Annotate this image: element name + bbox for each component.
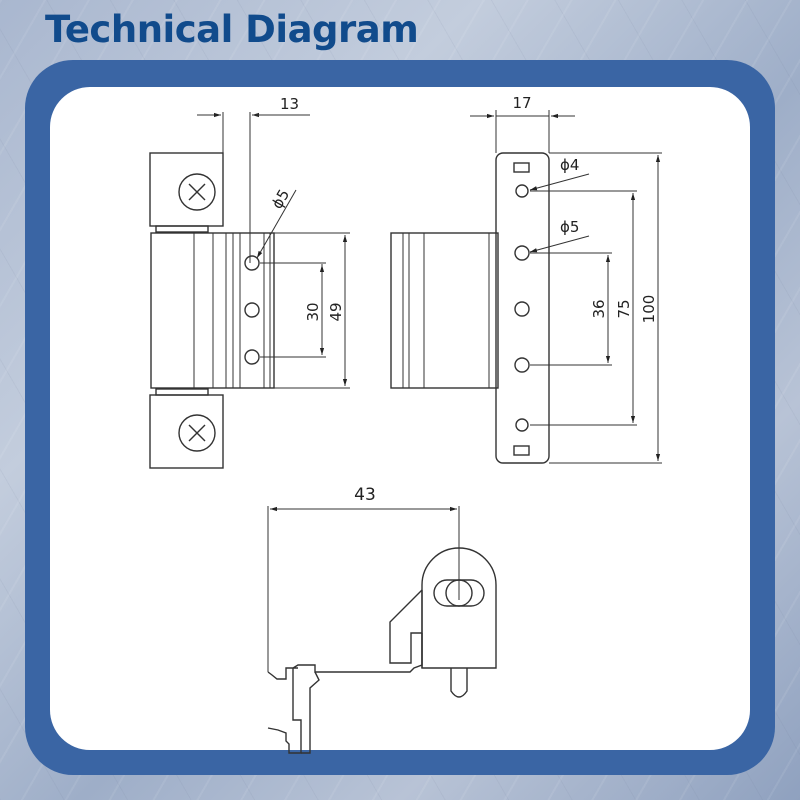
slot (513, 162, 530, 173)
hole-small (515, 184, 529, 198)
frame-profile (267, 589, 423, 754)
side-knuckle-block (390, 232, 499, 389)
barrel-profile (421, 547, 497, 669)
side-view: 17 ϕ4 ϕ5 36 75 100 (390, 94, 662, 464)
top-view: 43 (267, 485, 497, 754)
dim-100-label: 100 (640, 295, 658, 324)
pin-stub (450, 668, 468, 698)
slot (513, 445, 530, 456)
page-title: Technical Diagram (45, 8, 419, 51)
hole-large (514, 245, 530, 261)
dim-49-label: 49 (327, 302, 345, 321)
hole (244, 302, 260, 318)
dim-17-label: 17 (512, 94, 531, 112)
pin-hole (445, 579, 473, 607)
large-hole-diameter-label: ϕ5 (560, 218, 579, 236)
hole-large (514, 301, 530, 317)
hole-small (515, 418, 529, 432)
screw-x-icon (178, 173, 216, 211)
dim-75-label: 75 (615, 299, 633, 318)
dim-13-label: 13 (280, 95, 299, 113)
screw-x-icon (178, 414, 216, 452)
hole-diameter-label: ϕ5 (268, 186, 293, 212)
hole (244, 349, 260, 365)
front-view: 13 ϕ5 30 49 (149, 95, 350, 469)
side-leaf-plate (495, 152, 550, 464)
bottom-leaf-plate (149, 394, 224, 469)
hole (244, 255, 260, 271)
dim-43-label: 43 (354, 485, 376, 505)
hole-large (514, 357, 530, 373)
dim-36-label: 36 (590, 299, 608, 318)
top-leaf-plate (149, 152, 224, 227)
dim-30-label: 30 (304, 302, 322, 321)
small-hole-diameter-label: ϕ4 (560, 156, 579, 174)
